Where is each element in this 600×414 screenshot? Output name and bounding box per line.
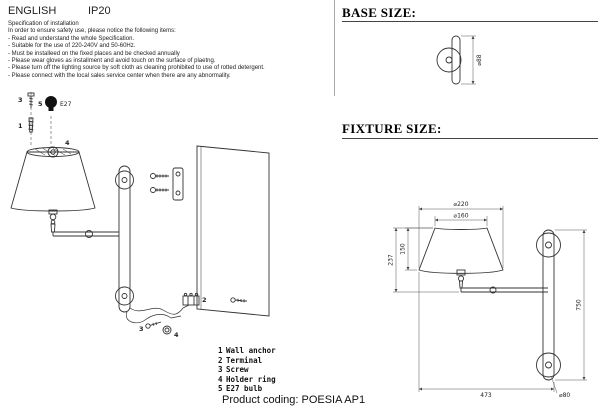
callout-holder-ring: 4 bbox=[65, 139, 70, 147]
dim-top-diameter: ⌀220 bbox=[453, 201, 468, 208]
instruction-item: - Suitable for the use of 220-240V and 5… bbox=[8, 43, 136, 50]
callout-holder-ring-2: 4 bbox=[174, 331, 179, 339]
installation-instructions: Specification of installation In order t… bbox=[8, 21, 332, 80]
part-name: Holder ring bbox=[226, 374, 276, 384]
instructions-intro: In order to ensure safety use, please no… bbox=[8, 28, 176, 35]
callout-screw-2: 3 bbox=[139, 325, 144, 333]
base-dimension-lines bbox=[461, 35, 476, 85]
base-size-title: BASE SIZE: bbox=[342, 5, 417, 20]
installation-diagram: 3 5 E27 1 4 2 3 4 bbox=[10, 92, 270, 339]
instructions-title: Specification of installation bbox=[8, 21, 79, 27]
part-name: Terminal bbox=[226, 355, 263, 365]
part-name: Wall anchor bbox=[226, 346, 276, 355]
callout-terminal: 2 bbox=[202, 296, 207, 304]
callout-screw: 3 bbox=[18, 96, 23, 104]
dim-upper-height: 237 bbox=[388, 254, 395, 266]
instruction-item: - Please turn off the lighting source by… bbox=[8, 65, 265, 72]
part-number: 5 bbox=[218, 384, 223, 394]
part-number: 1 bbox=[218, 346, 223, 355]
instruction-item: - Must be installeed on the fixed places… bbox=[8, 50, 180, 57]
shade bbox=[418, 227, 504, 274]
base-plate bbox=[436, 35, 462, 85]
wall-panel bbox=[196, 145, 270, 317]
fixture-size-rule bbox=[342, 138, 598, 139]
screw-icon bbox=[27, 92, 35, 108]
fixture-dimension-lines bbox=[393, 206, 587, 394]
base-size-drawing: ⌀88 bbox=[436, 35, 483, 85]
wires bbox=[125, 304, 190, 324]
ip-rating-label: IP20 bbox=[88, 5, 111, 17]
column-divider bbox=[334, 0, 335, 96]
instruction-item: - Please wear gloves as installment and … bbox=[8, 58, 216, 65]
part-number: 3 bbox=[218, 365, 223, 375]
part-name: E27 bulb bbox=[226, 384, 263, 394]
lamp-shade bbox=[10, 146, 96, 212]
wall-bar bbox=[542, 229, 555, 381]
lamp-stem bbox=[48, 209, 58, 233]
instruction-item: - Please connect with the local sales se… bbox=[8, 72, 231, 79]
instruction-item: - Read and understand the whole Specific… bbox=[8, 35, 135, 42]
dim-width: 473 bbox=[480, 392, 492, 399]
panel-screw bbox=[230, 297, 248, 303]
part-number: 4 bbox=[218, 374, 223, 384]
language-label: ENGLISH bbox=[8, 5, 57, 17]
fixture-size-title: FIXTURE SIZE: bbox=[342, 121, 442, 136]
wall-bar bbox=[115, 165, 134, 313]
mounting-bracket bbox=[150, 167, 184, 201]
part-name: Screw bbox=[226, 365, 249, 375]
swing-arm bbox=[460, 287, 548, 293]
base-diameter-label: ⌀88 bbox=[476, 54, 483, 65]
terminal-block bbox=[182, 292, 200, 306]
bottom-screws bbox=[145, 321, 172, 335]
fixture-outline bbox=[418, 227, 561, 381]
base-size-rule bbox=[342, 21, 598, 22]
bulb-type-label: E27 bbox=[60, 101, 72, 108]
wall-anchor-icon bbox=[28, 117, 34, 133]
part-number: 2 bbox=[218, 355, 223, 365]
bulb-icon bbox=[45, 96, 57, 111]
product-coding: Product coding: POESIA AP1 bbox=[222, 394, 366, 406]
callout-bulb: 5 bbox=[38, 100, 43, 108]
fixture-size-drawing: ⌀220 ⌀160 150 237 750 473 ⌀80 bbox=[388, 201, 587, 399]
dim-inner-diameter: ⌀160 bbox=[453, 213, 468, 220]
dim-total-height: 750 bbox=[576, 299, 583, 311]
swing-arm bbox=[52, 230, 119, 238]
dim-base-diameter: ⌀80 bbox=[559, 392, 570, 399]
callout-wall-anchor: 1 bbox=[18, 122, 23, 130]
dim-shade-height: 150 bbox=[400, 243, 407, 255]
